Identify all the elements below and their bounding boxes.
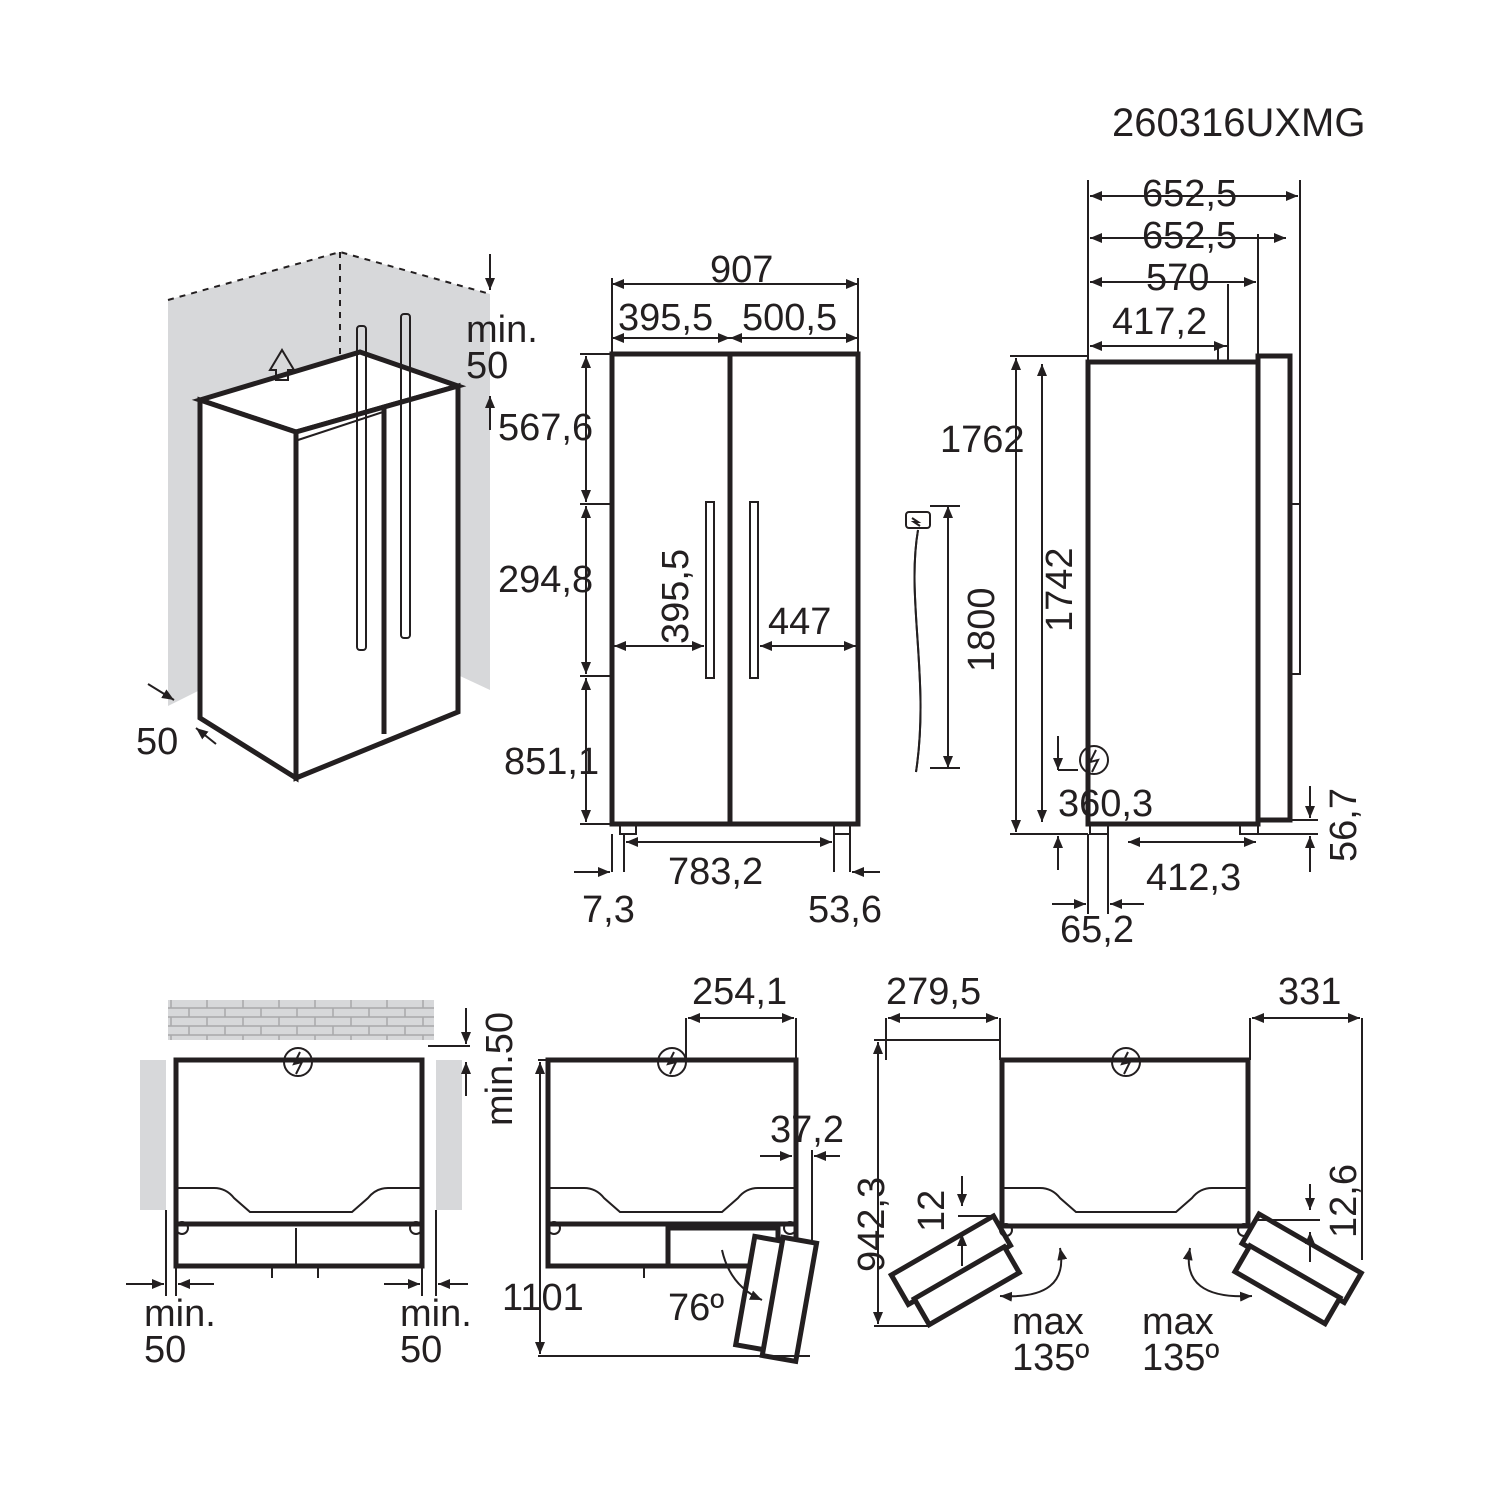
label-clearance-left-2: 50 bbox=[144, 1329, 186, 1371]
label-clearance-left-1: min. bbox=[144, 1293, 216, 1335]
label-max-angle-left-2: 135º bbox=[1012, 1337, 1089, 1379]
dim-width-total: 907 bbox=[710, 249, 773, 291]
dim-dispenser-width: 447 bbox=[768, 601, 831, 643]
dim-width-left-door: 395,5 bbox=[618, 297, 713, 339]
front-view: 907 395,5 500,5 567,6 294,8 851,1 395,5 … bbox=[498, 249, 882, 931]
plan-view-installation: min.50 min. 50 min. 50 bbox=[126, 1000, 521, 1371]
dim-feet-depth: 412,3 bbox=[1146, 857, 1241, 899]
dim-depth-top: 417,2 bbox=[1112, 301, 1207, 343]
dim-bottom-gap: 56,7 bbox=[1323, 788, 1365, 862]
dim-depth-total: 652,5 bbox=[1142, 173, 1237, 215]
dim-socket-height: 360,3 bbox=[1058, 783, 1153, 825]
dim-clearance-back: min.50 bbox=[479, 1012, 521, 1126]
dim-depth-body: 570 bbox=[1146, 257, 1209, 299]
side-view: 652,5 652,5 570 417,2 1762 1742 360,3 41… bbox=[940, 173, 1365, 951]
dim-front-offset: 65,2 bbox=[1060, 909, 1134, 951]
dim-height-middle: 294,8 bbox=[498, 559, 593, 601]
plug-icon bbox=[910, 517, 922, 527]
socket-icon bbox=[283, 1047, 313, 1077]
isometric-view: min. 50 50 bbox=[136, 250, 538, 783]
dim-height-body: 1742 bbox=[1039, 547, 1081, 632]
dim-depth-max-open: 942,3 bbox=[851, 1177, 893, 1272]
model-code: 260316UXMG bbox=[1112, 101, 1365, 145]
label-clearance-top-2: 50 bbox=[466, 345, 508, 387]
dim-right-offset: 53,6 bbox=[808, 889, 882, 931]
dim-depth-open: 1101 bbox=[502, 1277, 584, 1319]
plan-view-door-135: 279,5 331 942,3 12 12,6 max 135º max 135… bbox=[851, 971, 1365, 1379]
socket-icon bbox=[1079, 745, 1109, 775]
label-clearance-right-1: min. bbox=[400, 1293, 472, 1335]
label-clearance-right-2: 50 bbox=[400, 1329, 442, 1371]
label-max-angle-right-2: 135º bbox=[1142, 1337, 1219, 1379]
dim-hinge-left: 12 bbox=[911, 1190, 953, 1232]
dim-handle-height: 395,5 bbox=[655, 549, 697, 644]
dim-height-top: 567,6 bbox=[498, 407, 593, 449]
dim-right-door-width: 331 bbox=[1278, 971, 1341, 1013]
plan-view-door-76: 254,1 37,2 1101 76º bbox=[502, 971, 844, 1365]
dim-cord-length: 1800 bbox=[961, 587, 1003, 672]
label-max-angle-left-1: max bbox=[1012, 1301, 1084, 1343]
dim-left-door-width: 279,5 bbox=[886, 971, 981, 1013]
dim-door-thickness: 37,2 bbox=[770, 1109, 844, 1151]
power-cord: 1800 bbox=[905, 505, 1003, 773]
dim-depth-with-door: 652,5 bbox=[1142, 215, 1237, 257]
dim-door-swing-depth: 254,1 bbox=[692, 971, 787, 1013]
label-clearance-side: 50 bbox=[136, 721, 178, 763]
dim-height-total: 1762 bbox=[940, 419, 1025, 461]
label-max-angle-right-1: max bbox=[1142, 1301, 1214, 1343]
dim-feet-span: 783,2 bbox=[668, 851, 763, 893]
dim-hinge-right: 12,6 bbox=[1323, 1164, 1365, 1238]
socket-icon bbox=[657, 1047, 687, 1077]
dim-left-offset: 7,3 bbox=[582, 889, 635, 931]
dim-height-bottom: 851,1 bbox=[504, 741, 599, 783]
label-open-angle: 76º bbox=[668, 1287, 724, 1329]
dim-width-right-door: 500,5 bbox=[742, 297, 837, 339]
socket-icon bbox=[1111, 1047, 1141, 1077]
label-clearance-top-1: min. bbox=[466, 309, 538, 351]
